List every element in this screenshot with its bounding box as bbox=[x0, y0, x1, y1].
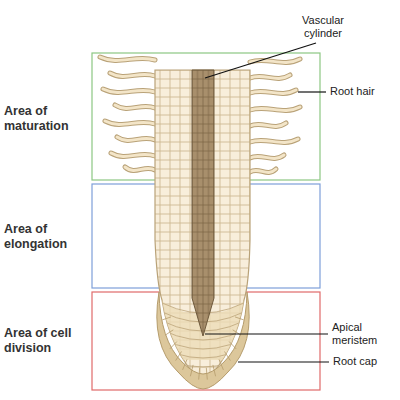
root-hair bbox=[250, 75, 290, 78]
root-cap-cell bbox=[199, 368, 200, 380]
root-cap-cell bbox=[206, 368, 207, 380]
leader-line bbox=[238, 361, 329, 362]
leader-line bbox=[205, 333, 328, 334]
root-hair bbox=[103, 89, 155, 92]
root-hair bbox=[250, 155, 284, 158]
root-hair bbox=[250, 139, 298, 142]
root-cap-cell bbox=[219, 359, 223, 370]
root-hair bbox=[250, 169, 276, 172]
callout-label: Root hair bbox=[330, 85, 396, 98]
root-cap-cell bbox=[235, 317, 244, 320]
root-cap-cell bbox=[165, 330, 173, 335]
root-hair bbox=[125, 167, 155, 170]
root-cap-cell bbox=[213, 365, 216, 376]
root-cap-cell bbox=[183, 359, 187, 370]
root-hair bbox=[105, 121, 155, 124]
root-cap-cell bbox=[229, 342, 236, 349]
root-cap-cell bbox=[225, 352, 231, 361]
root-hair bbox=[250, 75, 290, 78]
root-hair bbox=[100, 57, 155, 60]
leader-line bbox=[205, 43, 316, 78]
root-hair bbox=[110, 73, 155, 76]
leader-line bbox=[298, 91, 326, 92]
root-cap-cell bbox=[170, 342, 177, 349]
root-hair bbox=[115, 105, 155, 108]
root-hair bbox=[250, 123, 286, 126]
zone-label: Area of maturation bbox=[4, 104, 90, 134]
root-hair bbox=[250, 107, 300, 110]
zone-label: Area of elongation bbox=[4, 222, 90, 252]
root-hair bbox=[105, 121, 155, 124]
callout-label: Apical meristem bbox=[332, 321, 394, 347]
callout-label: Vascular cylinder bbox=[286, 14, 360, 40]
root-cap bbox=[157, 292, 249, 389]
root-hair bbox=[250, 90, 296, 93]
root-hair bbox=[117, 137, 155, 140]
zone-label: Area of cell division bbox=[4, 326, 90, 356]
root-hair bbox=[100, 57, 155, 60]
root-hair bbox=[250, 107, 300, 110]
root-hair bbox=[250, 90, 296, 93]
root-cap-cell bbox=[162, 317, 171, 320]
root-hair bbox=[117, 137, 155, 140]
root-hair bbox=[250, 139, 298, 142]
root-hair bbox=[111, 153, 155, 156]
root-cap-cell bbox=[176, 352, 182, 361]
root-hair bbox=[250, 123, 286, 126]
root-hair bbox=[115, 105, 155, 108]
root-hair bbox=[110, 73, 155, 76]
root-body bbox=[155, 70, 250, 384]
root-hair bbox=[250, 169, 276, 172]
root-cap-cell bbox=[190, 365, 193, 376]
root-hair bbox=[125, 167, 155, 170]
root-hair bbox=[111, 153, 155, 156]
root-cap-cells bbox=[162, 317, 243, 380]
vascular-cylinder bbox=[192, 70, 214, 336]
root-hair bbox=[250, 155, 284, 158]
callout-label: Root cap bbox=[333, 355, 395, 368]
root-hair bbox=[103, 89, 155, 92]
